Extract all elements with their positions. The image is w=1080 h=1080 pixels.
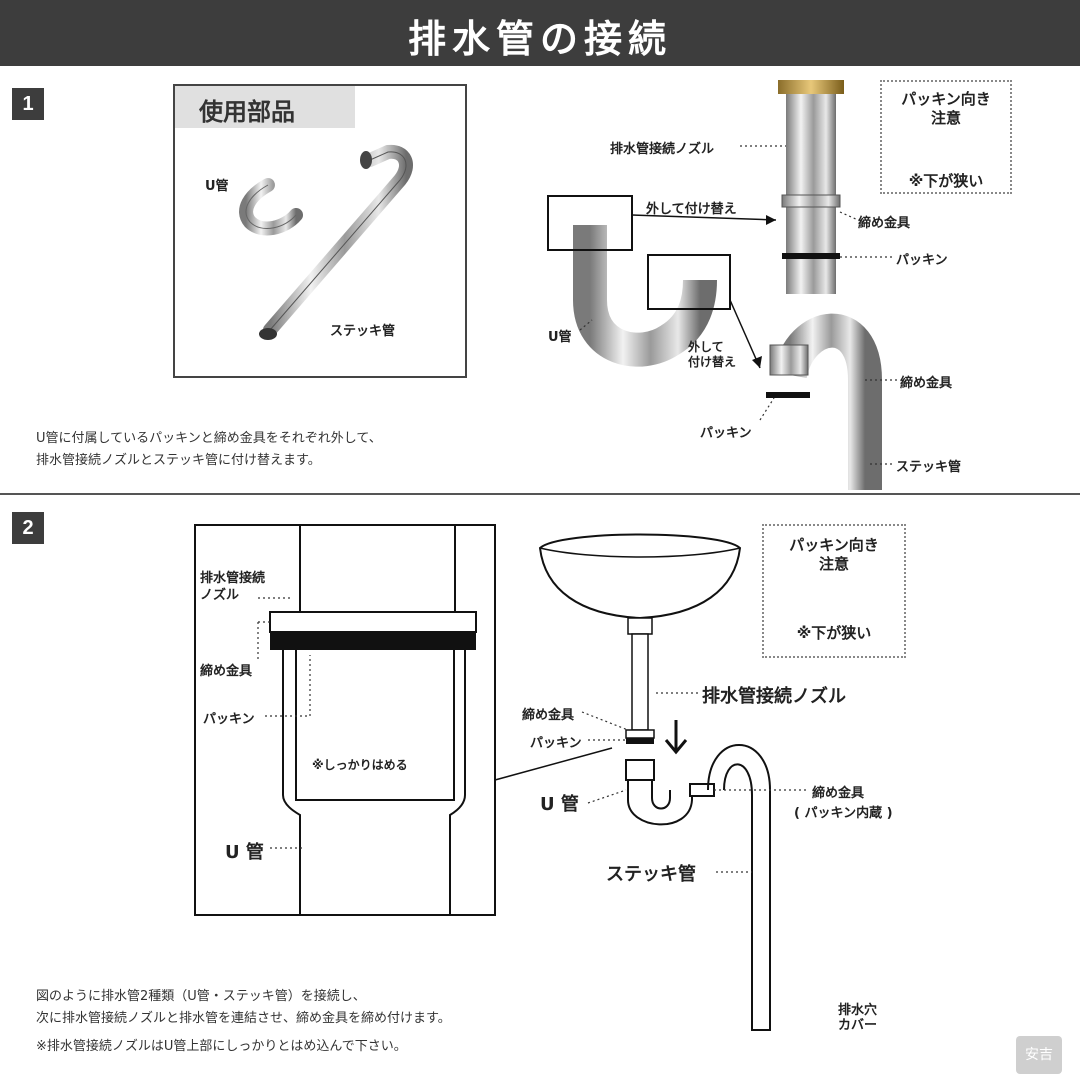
watermark-logo: 安吉 — [1016, 1036, 1062, 1074]
tighten-label-bottom: 締め金具 — [900, 376, 953, 391]
detail-u-pipe-label: U 管 — [225, 842, 264, 863]
packing-note-2: パッキン向き 注意 ※下が狭い — [762, 524, 906, 658]
parts-header: 使用部品 — [175, 86, 355, 128]
basin-drawing — [538, 533, 742, 744]
title-bar: 排水管の接続 — [0, 0, 1080, 66]
detail-nozzle-label: 排水管接続 ノズル — [200, 571, 266, 603]
u-pipe-photo — [547, 195, 777, 369]
detail-tighten-label: 締め金具 — [200, 664, 253, 679]
parts-title: 使用部品 — [199, 98, 295, 126]
main-tighten-right-label: 締め金具 — [812, 786, 865, 801]
stick-pipe-label: ステッキ管 — [896, 460, 962, 475]
step2-desc-line-1: 図のように排水管2種類（U管・ステッキ管）を接続し、 — [36, 989, 366, 1004]
down-arrow — [664, 720, 688, 755]
drain-cover-label: 排水穴 カバー — [838, 1003, 878, 1033]
main-stick-pipe-label: ステッキ管 — [606, 864, 696, 885]
packing-label-top: パッキン — [896, 253, 948, 268]
step-2-number: 2 — [12, 512, 44, 544]
step2-desc-line-3: ※排水管接続ノズルはU管上部にしっかりとはめ込んで下さい。 — [36, 1039, 407, 1054]
u-pipe-label: U管 — [548, 330, 572, 345]
part-stick-pipe-image — [259, 144, 413, 340]
step-1-number: 1 — [12, 88, 44, 120]
parts-box: 使用部品 — [173, 84, 467, 378]
packing-note-1: パッキン向き 注意 ※下が狭い — [880, 80, 1012, 194]
stick-pipe-photo — [766, 313, 882, 490]
parts-u-pipe-label: U管 — [205, 179, 229, 194]
main-u-pipe-label: U 管 — [540, 794, 579, 815]
packing-note-2-title: パッキン向き 注意 — [789, 536, 879, 573]
part-u-pipe-image — [239, 178, 303, 236]
nozzle-photo — [778, 80, 844, 294]
u-and-stick-pipe-drawing — [625, 744, 771, 1031]
detail-packing-label: パッキン — [203, 712, 255, 727]
detail-box — [194, 524, 613, 916]
main-tighten-right-sub: ( パッキン内蔵 ) — [794, 806, 893, 821]
main-nozzle-label: 排水管接続ノズル — [702, 686, 846, 707]
step1-leaders — [579, 145, 897, 465]
main-tighten-label: 締め金具 — [522, 708, 575, 723]
page-title: 排水管の接続 — [407, 17, 672, 61]
packing-label-bottom: パッキン — [700, 426, 752, 441]
swap-label-1: 外して付け替え — [646, 202, 737, 217]
step1-desc-line-1: U管に付属しているパッキンと締め金具をそれぞれ外して、 — [36, 431, 382, 446]
swap-label-2: 外して 付け替え — [688, 340, 737, 369]
parts-stick-pipe-label: ステッキ管 — [330, 324, 396, 339]
nozzle-label: 排水管接続ノズル — [610, 142, 715, 157]
step1-desc-line-2: 排水管接続ノズルとステッキ管に付け替えます。 — [36, 453, 321, 468]
detail-fit-note: ※しっかりはめる — [312, 758, 408, 772]
detail-leaders — [257, 597, 311, 849]
section-divider — [0, 493, 1080, 495]
packing-note-1-title: パッキン向き 注意 — [901, 90, 991, 127]
packing-note-2-text: ※下が狭い — [796, 624, 872, 642]
main-packing-label: パッキン — [530, 736, 582, 751]
step2-desc-line-2: 次に排水管接続ノズルと排水管を連結させ、締め金具を締め付けます。 — [36, 1011, 451, 1026]
packing-note-1-text: ※下が狭い — [908, 172, 984, 190]
tighten-label-top: 締め金具 — [858, 216, 911, 231]
main-leaders — [581, 692, 808, 873]
